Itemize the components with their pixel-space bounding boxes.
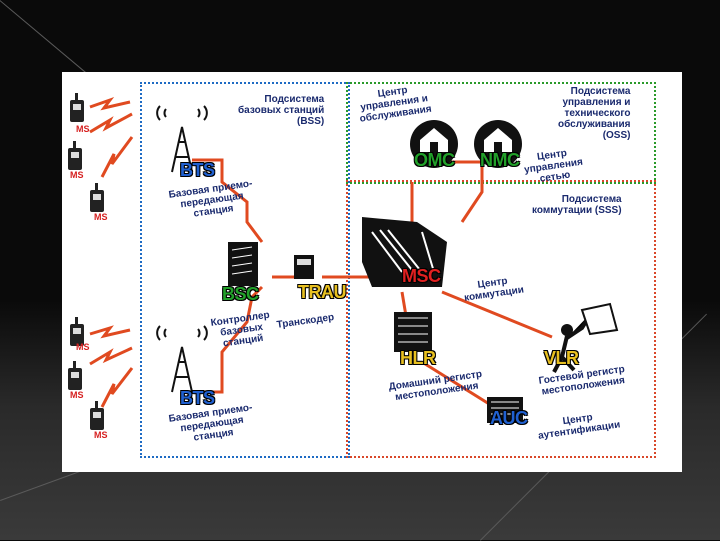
bts-label: BTS (180, 160, 215, 180)
radio-link-2 (89, 112, 133, 134)
link-nmc-msc (460, 162, 484, 223)
bsc-cabinet-icon (228, 242, 258, 286)
radio-link-3 (100, 136, 134, 178)
bss-region (140, 82, 350, 458)
ms-label: MS (70, 170, 84, 180)
ms-label: MS (70, 390, 84, 400)
omc-label: OMC (414, 150, 455, 170)
msc-label: MSC (402, 266, 441, 286)
vlr-person-icon (552, 302, 619, 373)
ms-label: MS (76, 124, 90, 134)
nmc-house-icon (474, 120, 522, 168)
ms-phone-icon (70, 93, 84, 122)
ms-phone-icon (68, 361, 82, 390)
network-links (89, 96, 619, 423)
oss-region-label: Подсистема управления и технического обс… (558, 86, 631, 141)
hlr-server-icon (394, 312, 432, 352)
radio-link-1 (89, 96, 131, 111)
bts-label: BTS (180, 388, 215, 408)
hlr-label: HLR (400, 348, 436, 368)
radio-link-6 (100, 367, 134, 408)
radio-link-5 (89, 346, 133, 366)
link-bts2-bsc (192, 285, 264, 394)
auc-book-icon (487, 397, 523, 423)
ms-phone-icon (68, 141, 82, 170)
ms-phone-icon (90, 401, 104, 430)
oss-region (346, 82, 656, 184)
link-msc-vlr (441, 290, 553, 339)
ms-label: MS (94, 212, 108, 222)
nmc-label: NMC (480, 150, 520, 170)
bss-region-label: Подсистема базовых станций (BSS) (238, 94, 325, 127)
link-bts1-bsc (192, 158, 264, 243)
trau-icon (294, 255, 314, 279)
bsc-label: BSC (222, 284, 259, 304)
ms-label: MS (76, 342, 90, 352)
bts-tower-2 (156, 325, 208, 393)
trau-label: TRAU (298, 282, 347, 302)
ms-label: MS (94, 430, 108, 440)
radio-link-4 (89, 325, 131, 339)
sss-region-label: Подсистема коммутации (SSS) (532, 194, 622, 216)
ms-phone-icon (90, 183, 104, 212)
msc-building-icon (362, 217, 447, 287)
sss-region (346, 180, 656, 458)
omc-house-icon (410, 120, 458, 168)
vlr-label: VLR (544, 348, 579, 368)
gsm-diagram-panel: MS MS MS MS MS MS Подсистема базовых ста… (62, 72, 682, 472)
ms-phone-icon (70, 317, 84, 346)
auc-label: AUC (490, 408, 528, 428)
bts-tower-1 (156, 105, 208, 173)
